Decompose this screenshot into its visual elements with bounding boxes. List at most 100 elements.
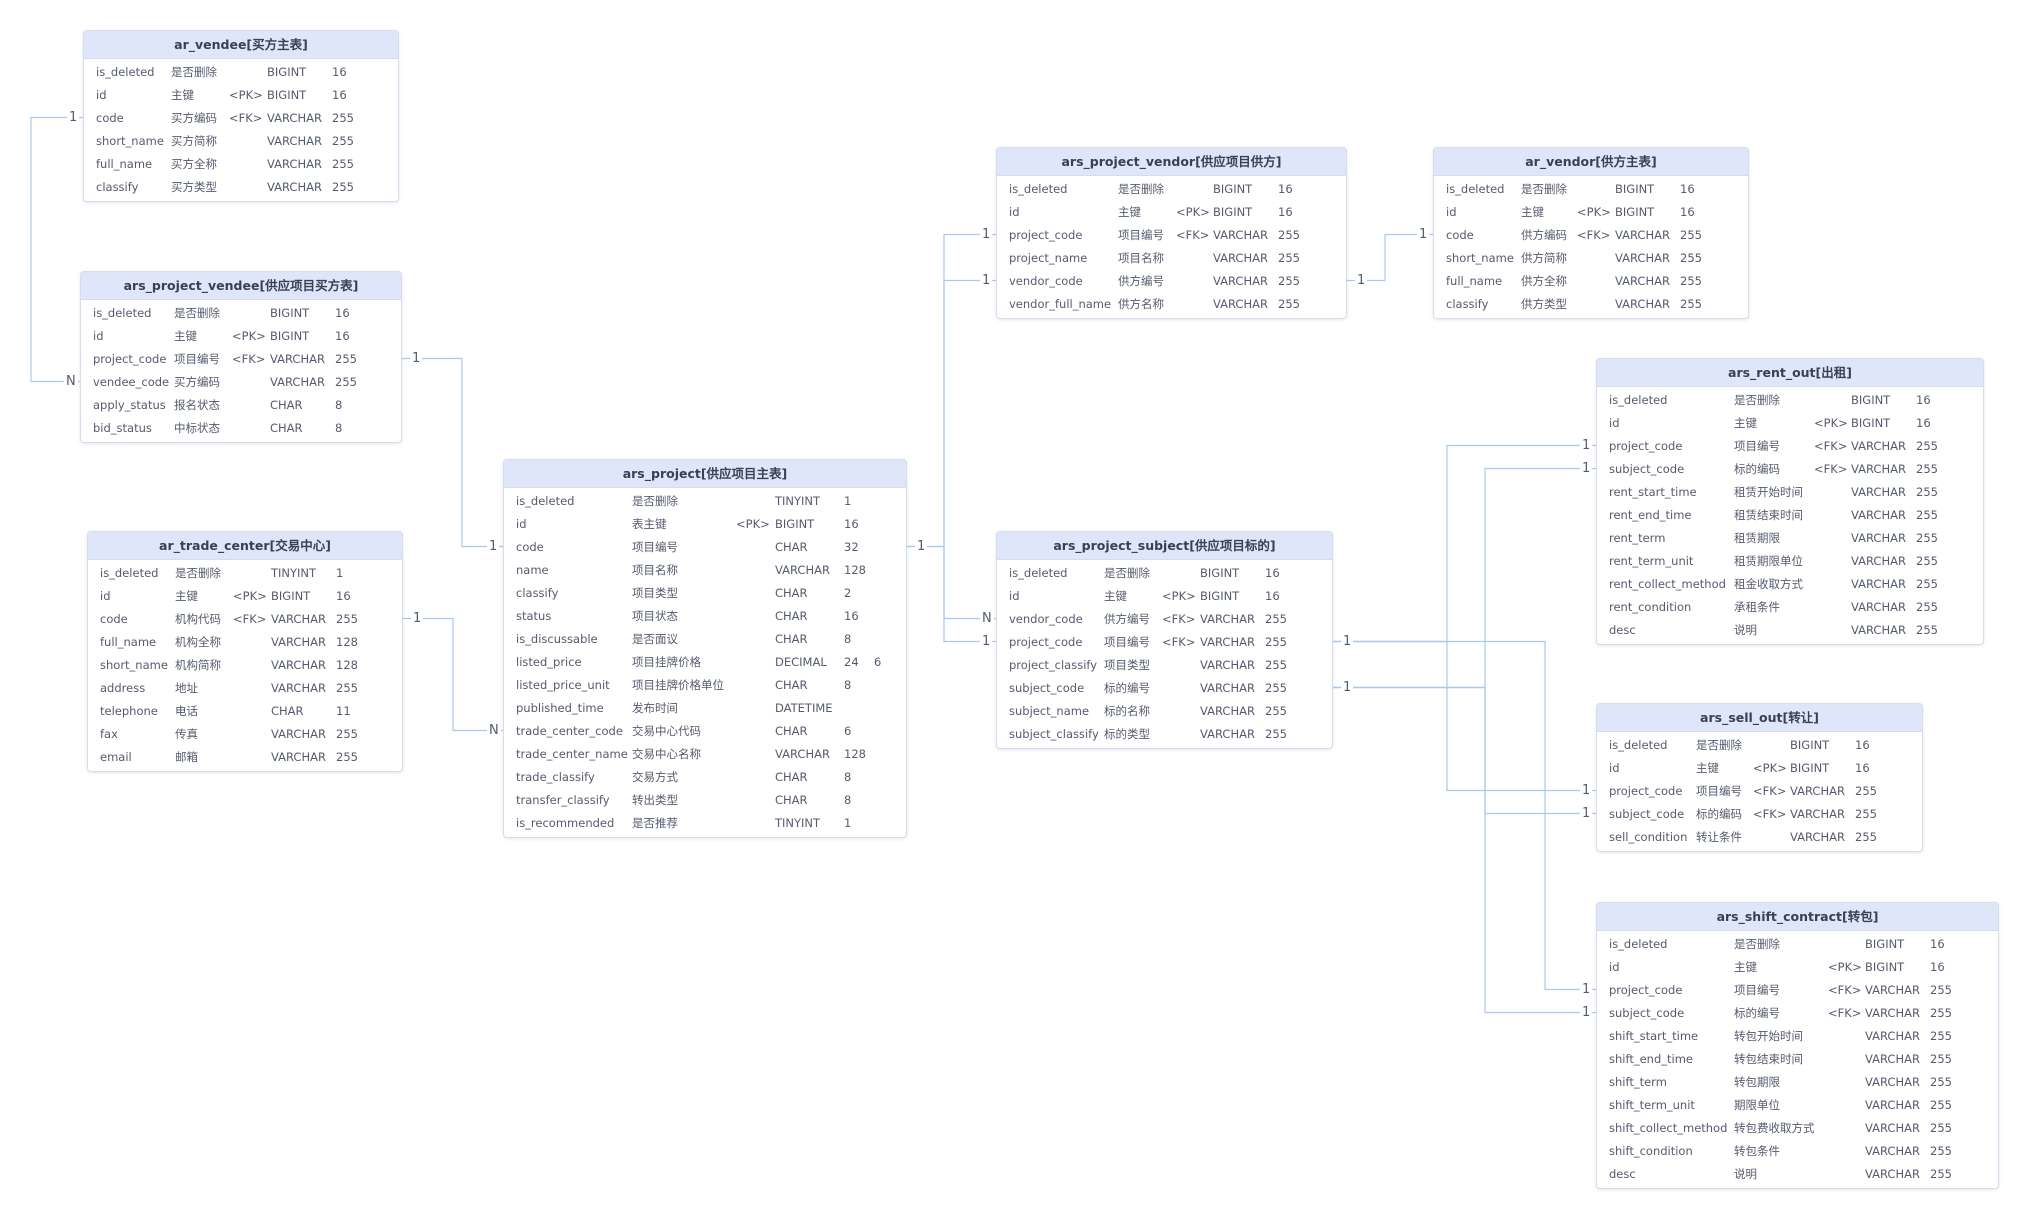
table-title[interactable]: ars_rent_out[出租] [1597,359,1983,387]
relationship-line-project-vendee-link[interactable] [400,357,503,548]
table-title[interactable]: ar_vendor[供方主表] [1434,148,1748,176]
relationship-line-project-subject-link[interactable] [905,545,996,643]
relationship-line-sell-subject-link[interactable] [1331,686,1596,815]
table-title[interactable]: ars_project_vendor[供应项目供方] [997,148,1346,176]
relationship-line-shift-subject-link[interactable] [1331,686,1596,1014]
relationship-line-vendee-link[interactable] [30,116,83,383]
table-title[interactable]: ars_shift_contract[转包] [1597,903,1998,931]
table-title[interactable]: ars_project_vendee[供应项目买方表] [81,272,401,300]
relationship-line-rent-subject-link[interactable] [1331,467,1596,689]
relationship-line-sell-project-link[interactable] [1331,640,1596,792]
table-title[interactable]: ars_sell_out[转让] [1597,704,1922,732]
table-title[interactable]: ar_vendee[买方主表] [84,31,398,59]
relationship-line-rent-project-link[interactable] [1331,444,1596,643]
relationship-line-trade-center-link[interactable] [401,617,503,732]
table-title[interactable]: ars_project[供应项目主表] [504,460,906,488]
